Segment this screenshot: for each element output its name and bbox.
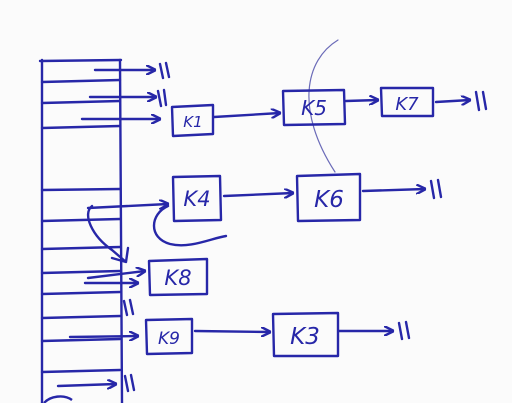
node-label-k3: K3 — [290, 324, 320, 350]
node-label-k1: K1 — [183, 113, 202, 131]
k4-under-loop — [152, 204, 228, 247]
bucket-null-pointers — [56, 61, 171, 393]
node-label-k5: K5 — [301, 96, 327, 120]
node-label-k8: K8 — [164, 266, 191, 290]
bottom-arc — [43, 395, 73, 403]
node-label-k6: K6 — [314, 187, 344, 213]
bucket-to-node-pointers — [68, 119, 168, 337]
chain-null-terminators — [337, 90, 488, 341]
node-label-k9: K9 — [158, 329, 180, 349]
curved-link — [86, 204, 130, 264]
chain-edges — [193, 100, 380, 332]
bucket-array — [38, 58, 124, 403]
node-label-k4: K4 — [183, 187, 210, 211]
node-boxes — [144, 86, 435, 358]
node-label-k7: K7 — [395, 94, 419, 115]
